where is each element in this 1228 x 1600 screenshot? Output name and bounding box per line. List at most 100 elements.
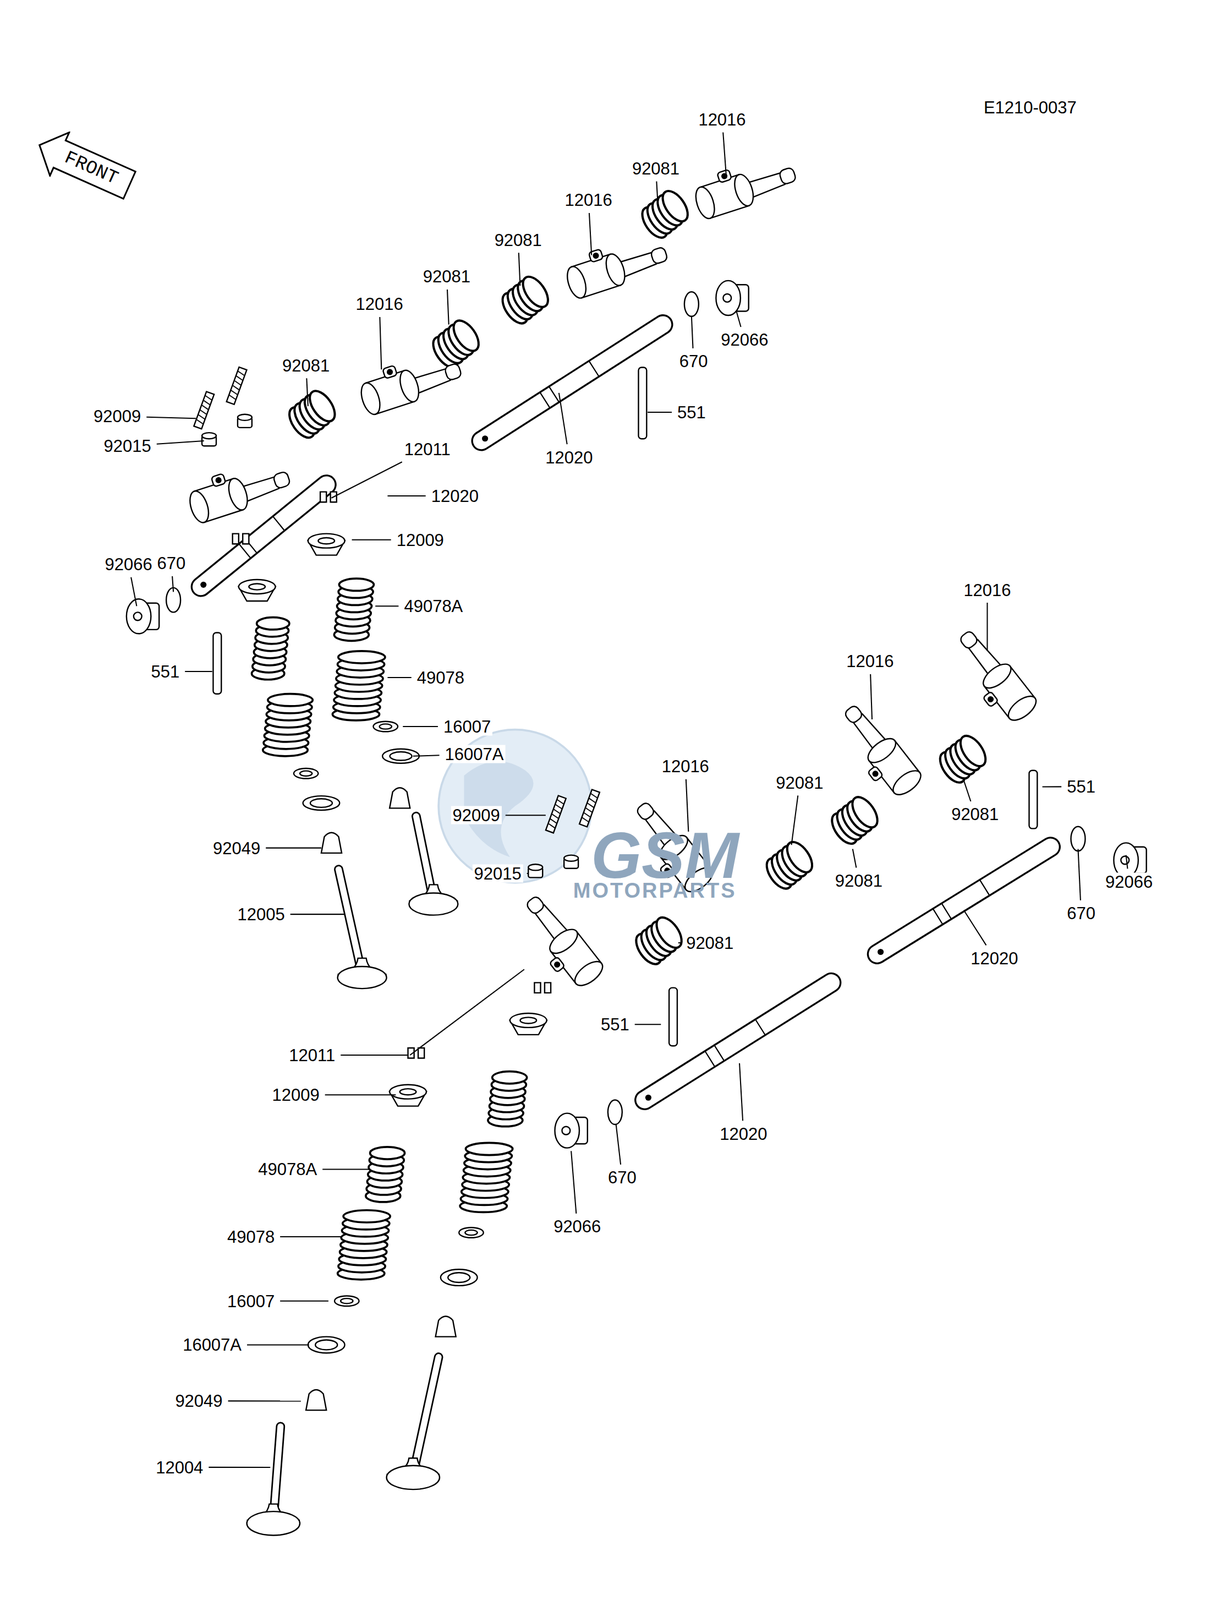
- screw-thread: [237, 370, 246, 376]
- plug: [561, 1126, 570, 1135]
- callout-number: 92066: [719, 330, 770, 349]
- adjusting-screw: [579, 788, 600, 827]
- rocker-arm: [183, 454, 294, 525]
- screw-thread: [235, 375, 244, 381]
- o-ring: [684, 291, 699, 316]
- rocker-shaft: [876, 846, 1051, 955]
- valve-spring: [267, 693, 314, 706]
- valve-keeper: [232, 533, 250, 545]
- washer: [440, 1268, 478, 1286]
- callout-number: 92081: [833, 870, 885, 890]
- rocker-arm: [889, 765, 925, 799]
- coil-spring: [304, 386, 340, 426]
- leader-line: [375, 605, 399, 607]
- spring-retainer: [389, 1084, 427, 1099]
- watermark: MOTORPARTS: [571, 879, 739, 902]
- rocker-arm: [602, 251, 629, 288]
- rocker-boss: [552, 960, 562, 969]
- shaft-groove: [539, 392, 550, 408]
- leader-line: [402, 725, 438, 727]
- spring-retainer: [238, 579, 276, 594]
- rocker-boss: [986, 694, 996, 704]
- leader-line: [130, 577, 137, 607]
- leader-line: [518, 252, 521, 286]
- leader-line: [228, 1399, 301, 1401]
- rocker-arm: [979, 659, 1016, 693]
- plug: [1120, 855, 1129, 864]
- rocker-shaft: [644, 982, 832, 1100]
- callout-number: 92081: [492, 230, 544, 249]
- rocker-arm: [731, 172, 758, 209]
- valve-spring: [492, 1071, 528, 1084]
- rocker-boss: [386, 368, 394, 376]
- rocker-arm: [545, 924, 582, 958]
- callout-number: 92066: [102, 555, 154, 574]
- callout-number: 12020: [717, 1124, 769, 1143]
- leader-line: [290, 913, 345, 915]
- shaft-groove: [941, 902, 952, 919]
- coil-spring: [782, 837, 818, 877]
- screw-thread: [549, 818, 558, 824]
- adjusting-screw: [545, 795, 567, 833]
- watermark-globe: [438, 729, 592, 883]
- spring-retainer: [510, 1012, 547, 1028]
- coil-spring: [518, 272, 553, 312]
- leader-line: [387, 495, 426, 497]
- leader-line: [447, 289, 449, 325]
- shaft-groove: [714, 1044, 725, 1061]
- rocker-boss: [382, 365, 398, 380]
- rocker-arm: [692, 184, 718, 222]
- leader-line: [1042, 785, 1062, 787]
- rocker-shaft: [481, 324, 663, 441]
- screw-thread: [197, 414, 206, 420]
- watermark: GSM: [589, 821, 741, 888]
- callout-number: 16007A: [181, 1335, 244, 1354]
- leader-line: [678, 941, 681, 944]
- callout-number: 92049: [173, 1391, 224, 1410]
- leader-line: [963, 909, 987, 946]
- plug: [554, 1113, 579, 1148]
- coil-spring: [847, 792, 882, 832]
- leader-line: [616, 1124, 621, 1165]
- leader-line: [852, 848, 857, 868]
- rocker-tip: [778, 166, 797, 185]
- shaft-groove: [272, 516, 285, 531]
- valve-spring: [256, 617, 290, 630]
- lock-nut: [201, 432, 217, 439]
- rocker-shaft: [876, 846, 1051, 955]
- shaft-hole: [481, 435, 489, 442]
- plug: [715, 280, 740, 316]
- leader-line: [172, 576, 174, 592]
- rocker-shaft: [481, 324, 663, 441]
- callout-number: 670: [1065, 903, 1098, 923]
- leader-line: [265, 847, 322, 849]
- pin: [669, 987, 678, 1046]
- leader-line: [184, 670, 212, 672]
- callout-number: 670: [677, 352, 710, 371]
- callout-number: 12020: [543, 447, 595, 467]
- shaft-hole: [200, 581, 207, 588]
- callout-number: 92015: [102, 436, 153, 455]
- washer: [334, 1295, 359, 1306]
- pin: [638, 366, 647, 439]
- adjusting-screw: [226, 366, 248, 405]
- callout-number: 16007: [441, 716, 493, 736]
- spring-retainer: [248, 583, 266, 590]
- callout-number: 551: [1065, 777, 1098, 796]
- screw-thread: [554, 803, 563, 809]
- callout-number: 49078: [225, 1226, 277, 1246]
- leader-line: [963, 780, 972, 802]
- callout-number: 12020: [429, 486, 481, 505]
- leader-line: [379, 316, 382, 370]
- valve-keeper: [534, 982, 551, 993]
- rocker-arm: [186, 488, 213, 525]
- spring-retainer: [308, 533, 345, 548]
- callout-number: 92081: [630, 159, 682, 178]
- leader-line: [986, 602, 988, 651]
- stem-seal: [389, 787, 410, 808]
- washer: [293, 768, 319, 779]
- lock-nut: [237, 414, 252, 421]
- pin: [1029, 770, 1038, 829]
- callout-number: 12016: [563, 190, 614, 210]
